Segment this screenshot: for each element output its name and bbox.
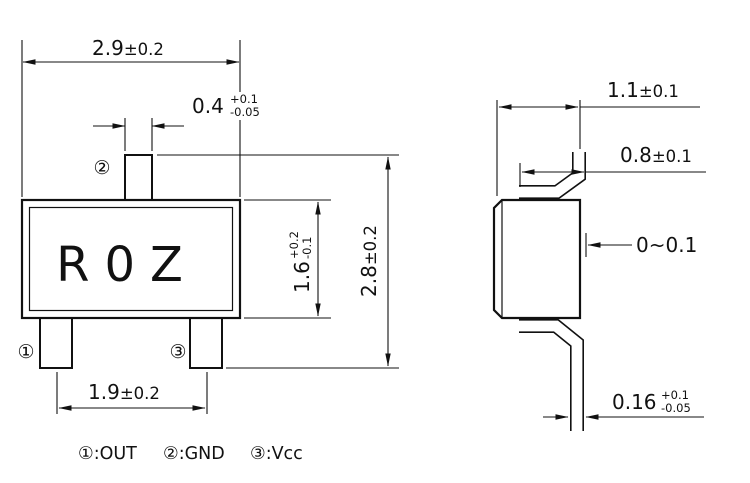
dim-body-height: 1.6 +0.2 -0.1 [287, 231, 314, 293]
dim-pin-width-tol-plus: +0.1 [230, 92, 258, 106]
side-bottom-lead-fill [519, 320, 583, 431]
dim-tolerance: ±0.2 [120, 384, 160, 403]
legend-pin3: ③:Vcc [250, 444, 303, 464]
dim-standoff: 0~0.1 [636, 233, 697, 257]
pin1-lead [39, 316, 73, 369]
dim-value: 1.9 [88, 380, 120, 404]
pin2-number: ② [93, 157, 110, 179]
package-body-inner-line [28, 206, 234, 312]
dimensions-front: 2.9±0.2 0.4 +0.1 -0.05 1.6 +0.2 -0.1 2.8… [21, 36, 399, 414]
side-view [492, 152, 586, 431]
pin3-number: ③ [169, 341, 186, 363]
dim-lead-thickness: 0.16 [612, 390, 657, 414]
dim-tolerance-minus: -0.1 [300, 237, 314, 259]
dim-tolerance: ±0.2 [124, 40, 164, 59]
dim-tolerance: ±0.1 [652, 147, 692, 166]
front-view: R0Z ② ① ③ [17, 154, 242, 369]
svg-text:2.8±0.2: 2.8±0.2 [357, 225, 381, 297]
dim-lead-thickness-tol-minus: -0.05 [661, 401, 691, 415]
side-package-body [492, 198, 582, 320]
dim-side-lead: 0.8±0.1 [620, 143, 692, 167]
dim-side-width: 1.1±0.1 [607, 78, 679, 102]
dim-tolerance-plus: +0.2 [287, 231, 301, 259]
pin2-lead [124, 154, 153, 202]
dim-value: 0.8 [620, 143, 652, 167]
side-top-lead-fill [519, 152, 585, 198]
dim-tolerance: ±0.2 [361, 225, 380, 265]
dim-value: 1.6 [290, 261, 314, 293]
dim-body-width: 2.9±0.2 [92, 36, 164, 60]
package-body [20, 198, 242, 320]
dimensions-side: 1.1±0.1 0.8±0.1 0~0.1 0.16 +0.1 -0.05 [496, 78, 706, 420]
dim-value: 2.9 [92, 36, 124, 60]
pin3-lead [189, 316, 223, 369]
pin-legend: ①:OUT ②:GND ③:Vcc [78, 444, 303, 464]
dim-value: 1.1 [607, 78, 639, 102]
device-marking: R0Z [56, 237, 198, 293]
dim-lead-thickness-tol-plus: +0.1 [661, 388, 689, 402]
dim-tolerance: ±0.1 [639, 82, 679, 101]
pin1-number: ① [17, 341, 34, 363]
dim-value: 2.8 [357, 265, 381, 297]
dim-pin-width-tol-minus: -0.05 [230, 105, 260, 119]
dim-pin-pitch: 1.9±0.2 [88, 380, 160, 404]
legend-pin1: ①:OUT [78, 444, 137, 464]
dim-overall-height: 2.8±0.2 [357, 225, 381, 297]
dim-pin-width: 0.4 [192, 94, 224, 118]
legend-pin2: ②:GND [163, 444, 225, 464]
